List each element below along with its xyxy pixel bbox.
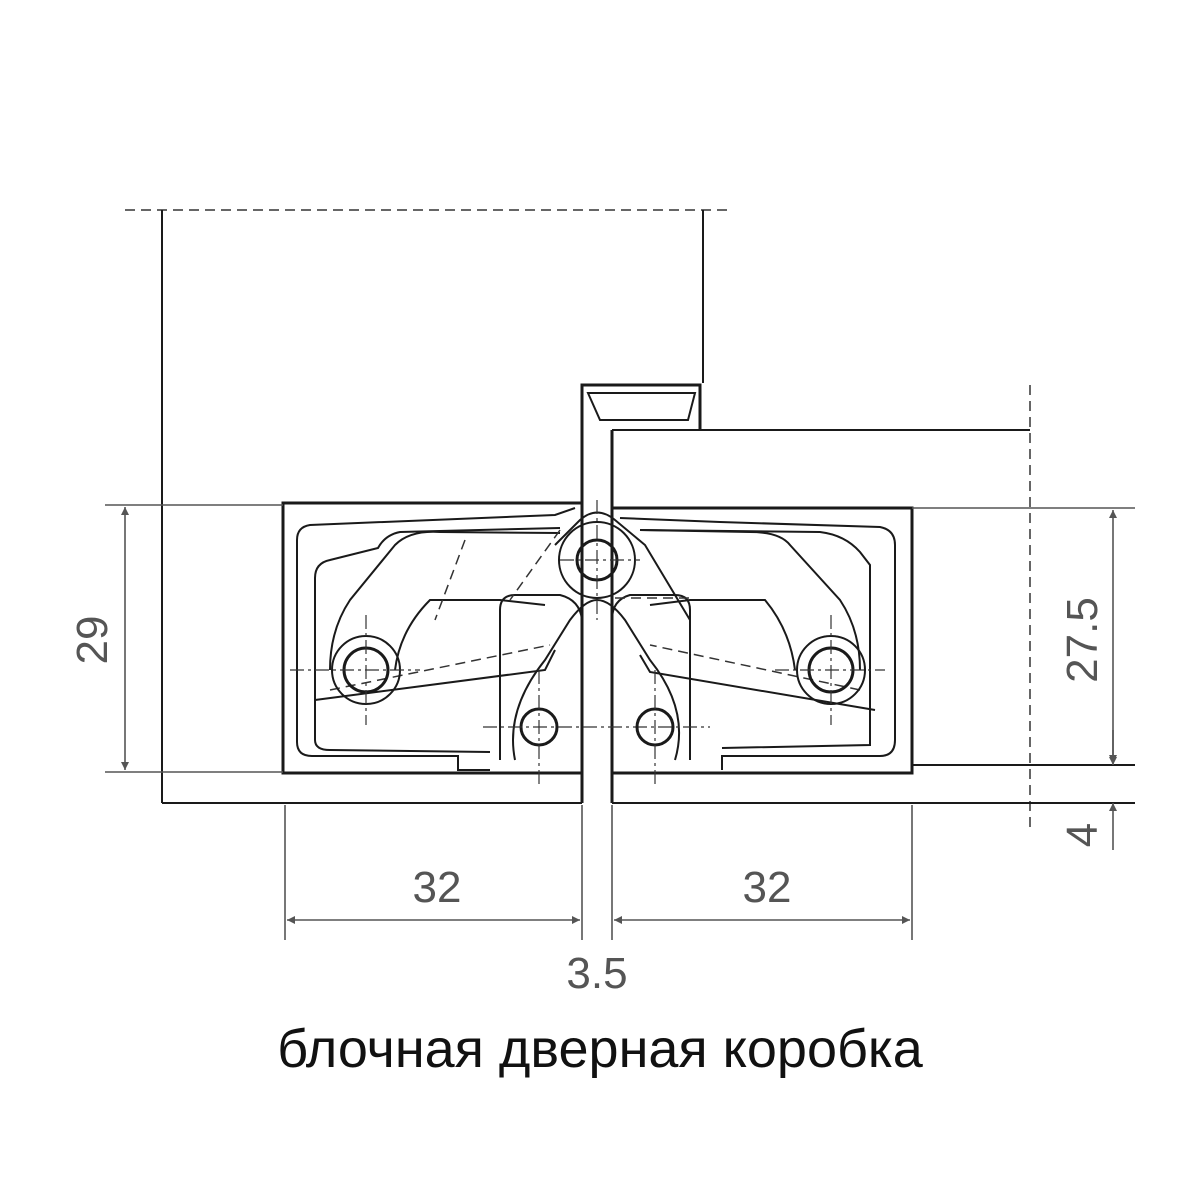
pivot-right bbox=[775, 615, 885, 725]
pivot-lower-left bbox=[483, 670, 710, 785]
dimension-label: 3.5 bbox=[566, 949, 627, 998]
pivot-center bbox=[558, 500, 640, 620]
dimension-32-left: 32 bbox=[284, 805, 580, 940]
dimension-label: 29 bbox=[68, 616, 117, 665]
hinge-body-right bbox=[610, 506, 914, 775]
dimension-3-5: 3.5 bbox=[566, 805, 628, 998]
door-frame-outline bbox=[612, 385, 1135, 830]
dimension-label: 4 bbox=[1058, 823, 1107, 847]
hinge-body-left bbox=[281, 501, 584, 775]
hinge-arms bbox=[314, 511, 876, 761]
caption: блочная дверная коробка bbox=[277, 1019, 923, 1079]
dimension-29: 29 bbox=[68, 504, 283, 773]
dimension-4: 4 bbox=[1058, 730, 1117, 850]
dimension-label: 32 bbox=[743, 863, 792, 912]
dimension-27-5: 27.5 bbox=[912, 507, 1135, 763]
pivot-left bbox=[290, 615, 420, 725]
dimension-label: 32 bbox=[413, 863, 462, 912]
dimension-label: 27.5 bbox=[1058, 597, 1107, 683]
door-leaf-outline bbox=[125, 209, 730, 804]
pivot-lower-right bbox=[635, 670, 675, 785]
dimension-32-right: 32 bbox=[614, 805, 913, 940]
